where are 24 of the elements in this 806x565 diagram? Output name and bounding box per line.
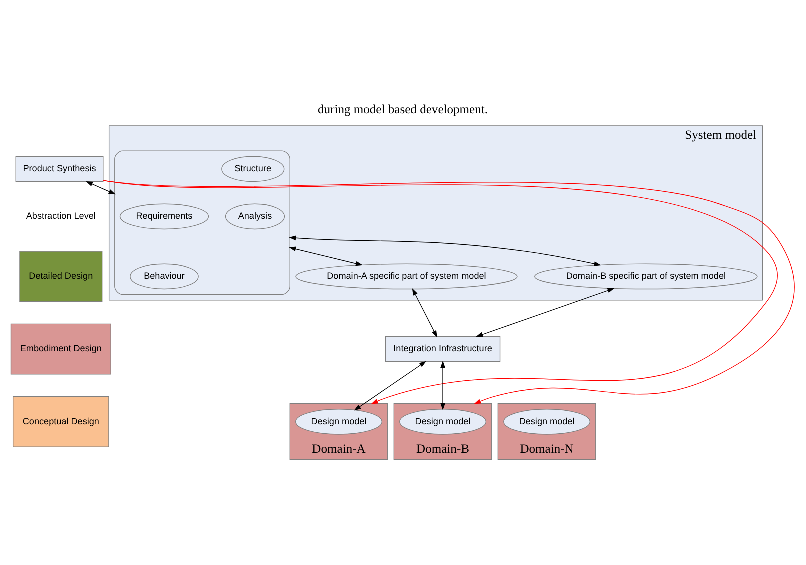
cluster (114, 150, 290, 295)
arrow (354, 360, 426, 410)
node-ellipse: Domain-B specific part of system model (534, 263, 758, 290)
node-ellipse: Design model (400, 408, 487, 434)
arrow (412, 288, 438, 338)
node-box: Product Synthesis (16, 156, 104, 182)
node-box: Integration Infrastructure (385, 336, 501, 362)
node-box: Detailed Design (20, 250, 103, 302)
node-ellipse: Behaviour (130, 263, 199, 290)
node-ellipse: Design model (504, 408, 591, 434)
arrow (289, 235, 602, 266)
arrow (86, 180, 116, 194)
node-ellipse: Design model (296, 408, 383, 434)
caption: during model based development. (318, 102, 488, 116)
arrow (476, 288, 615, 337)
arrow (440, 360, 446, 410)
arrow (289, 246, 363, 266)
node-ellipse: Analysis (225, 203, 286, 230)
node-ellipse: Requirements (120, 203, 210, 230)
node-ellipse: Domain-A specific part of system model (296, 263, 518, 290)
node-ellipse: Structure (222, 156, 285, 182)
node-box: Embodiment Design (10, 323, 112, 374)
node-box: Conceptual Design (13, 396, 110, 447)
label: Abstraction Level (26, 210, 96, 221)
